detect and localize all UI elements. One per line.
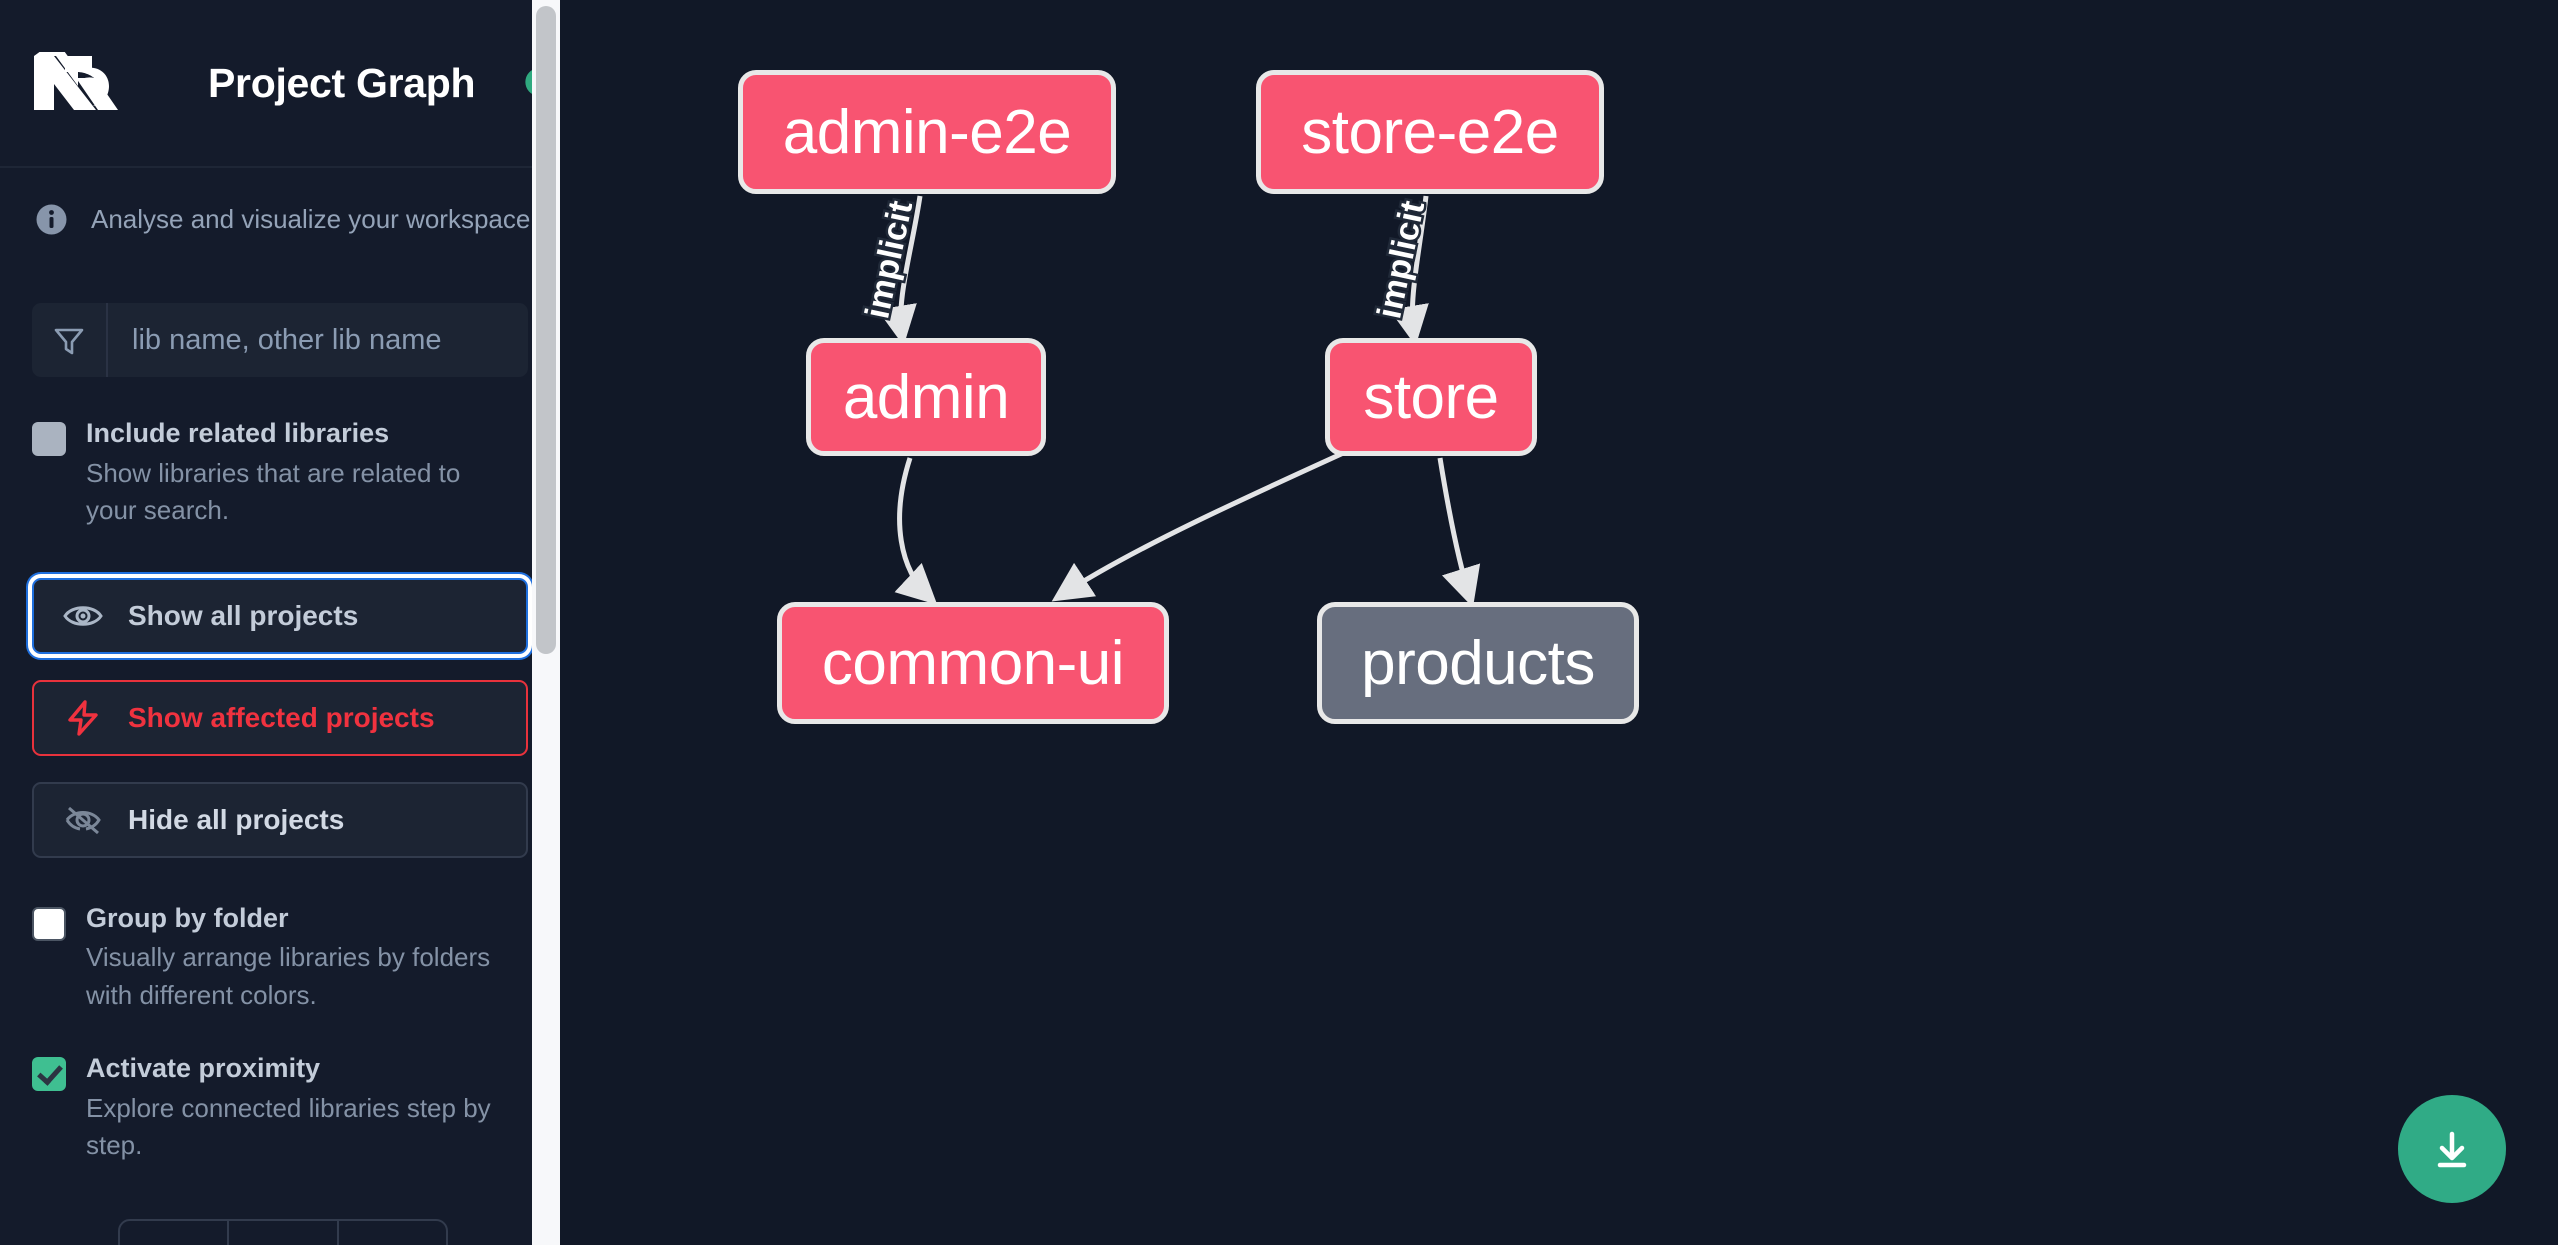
download-button[interactable]: [2398, 1095, 2506, 1203]
checkbox-box[interactable]: [32, 906, 66, 941]
checkbox-label: Activate proximity: [86, 1053, 321, 1084]
edge-store-e2e-to-store: [1389, 195, 1429, 346]
graph-node-label: store-e2e: [1301, 97, 1559, 167]
page-title: Project Graph: [208, 59, 476, 106]
sidebar-body: Analyse and visualize your workspace. In…: [0, 168, 560, 1245]
segment-option[interactable]: [339, 1221, 446, 1245]
filter-search-box[interactable]: [32, 303, 528, 377]
eye-off-icon: [62, 804, 104, 836]
checkbox-include-related-libraries[interactable]: Include related libraries Show libraries…: [32, 417, 528, 530]
info-text: Analyse and visualize your workspace.: [91, 204, 538, 234]
show-all-projects-label: Show all projects: [128, 599, 359, 631]
lightning-bolt-icon: [62, 699, 104, 737]
proximity-step-segmented-control[interactable]: [118, 1219, 448, 1245]
edge-admin-e2e-to-admin: [877, 195, 923, 346]
graph-node-label: admin: [842, 362, 1010, 432]
graph-node-label: store: [1363, 362, 1499, 432]
checkbox-description: Visually arrange libraries by folders wi…: [86, 942, 491, 1010]
show-affected-projects-label: Show affected projects: [128, 701, 435, 733]
info-icon: [36, 204, 67, 235]
sidebar-header: Project Graph: [0, 0, 560, 168]
checkbox-activate-proximity[interactable]: Activate proximity Explore connected lib…: [32, 1052, 528, 1165]
checkbox-description: Show libraries that are related to your …: [86, 457, 461, 526]
graph-node-label: admin-e2e: [782, 97, 1072, 167]
show-all-projects-button[interactable]: Show all projects: [32, 577, 528, 654]
checkbox-box[interactable]: [32, 1057, 66, 1092]
nx-logo-icon: [32, 40, 128, 114]
checkbox-group-by-folder[interactable]: Group by folder Visually arrange librari…: [32, 902, 528, 1015]
visibility-button-group: Show all projects Show affected projects: [32, 577, 528, 858]
show-affected-projects-button[interactable]: Show affected projects: [32, 679, 528, 756]
sidebar-scrollbar-thumb[interactable]: [536, 6, 556, 654]
checkbox-label: Group by folder: [86, 902, 289, 933]
hide-all-projects-button[interactable]: Hide all projects: [32, 781, 528, 858]
checkbox-box[interactable]: [32, 422, 66, 456]
graph-node-label: common-ui: [821, 628, 1125, 698]
graph-node-common-ui[interactable]: common-ui: [777, 602, 1169, 724]
segment-option[interactable]: [120, 1221, 230, 1245]
funnel-icon: [32, 303, 108, 377]
graph-node-store[interactable]: store: [1325, 338, 1537, 456]
graph-edge-layer: implicit implicit: [856, 195, 1481, 608]
graph-node-products[interactable]: products: [1317, 602, 1639, 724]
edge-admin-to-common-ui: [894, 457, 938, 605]
edge-label-implicit: implicit: [858, 198, 920, 322]
graph-canvas[interactable]: implicit implicit admin-e2e store-e2e admi…: [560, 0, 2558, 1245]
graph-node-admin-e2e[interactable]: admin-e2e: [738, 70, 1116, 194]
graph-node-label: products: [1361, 628, 1595, 698]
sidebar-scrollbar-track[interactable]: [532, 0, 560, 1245]
segment-option[interactable]: [229, 1221, 339, 1245]
edge-store-to-products: [1437, 457, 1481, 608]
eye-icon: [62, 601, 104, 631]
checkbox-label: Include related libraries: [86, 418, 390, 448]
edge-label-implicit: implicit: [1370, 198, 1432, 322]
graph-node-store-e2e[interactable]: store-e2e: [1256, 70, 1604, 194]
search-input[interactable]: [108, 303, 528, 377]
graph-node-admin[interactable]: admin: [806, 338, 1046, 456]
checkbox-description: Explore connected libraries step by step…: [86, 1093, 491, 1161]
hide-all-projects-label: Hide all projects: [128, 803, 345, 835]
edge-store-to-common-ui: [1051, 447, 1352, 602]
download-icon: [2437, 1131, 2467, 1168]
sidebar: Project Graph Analyse and visualize your…: [0, 0, 560, 1245]
info-banner: Analyse and visualize your workspace.: [0, 168, 560, 235]
